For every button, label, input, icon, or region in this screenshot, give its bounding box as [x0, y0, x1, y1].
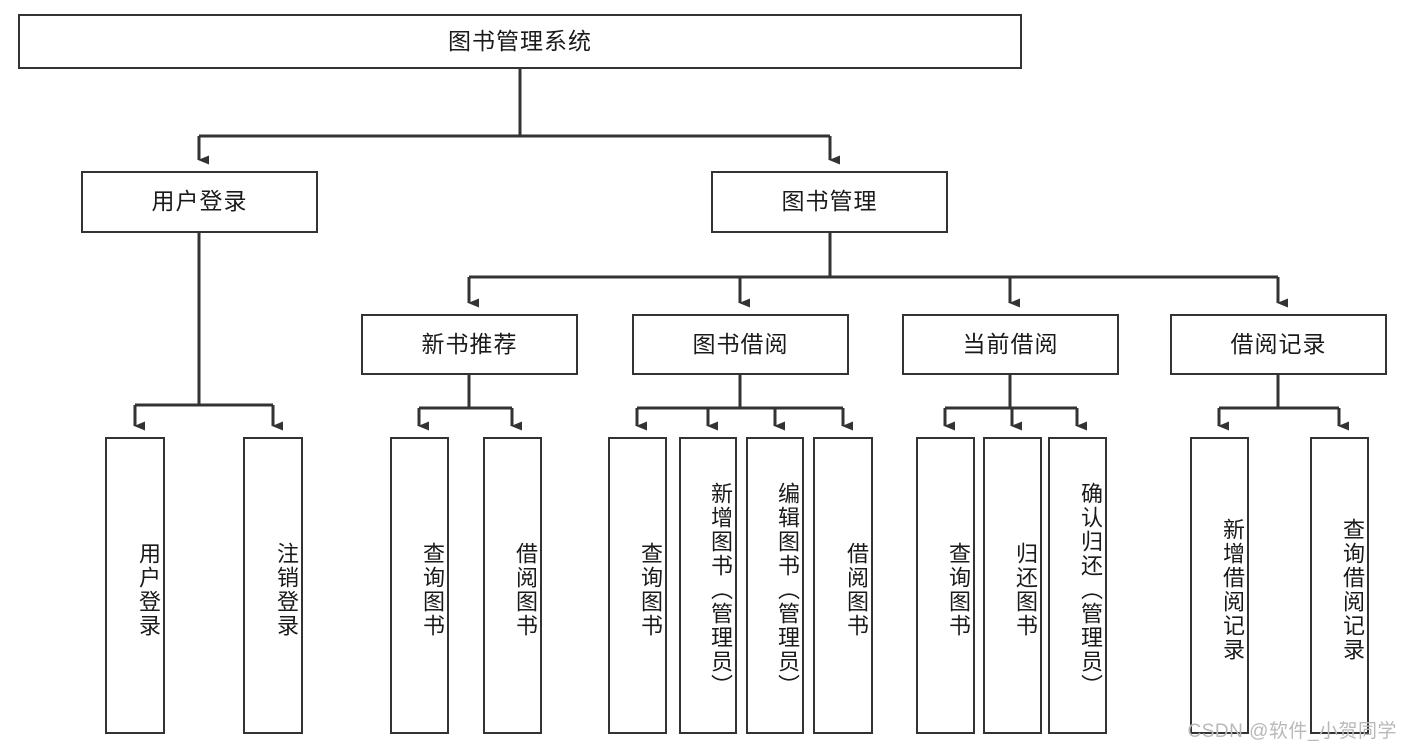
- node-root-label: 图书管理系统: [448, 27, 592, 54]
- node-user-login[interactable]: 用户登录: [81, 171, 318, 233]
- leaf-logout-label: 注销登录: [274, 541, 299, 638]
- leaf-query-borrow-record-label: 查询借阅记录: [1340, 517, 1365, 662]
- node-book-borrow-label: 图书借阅: [692, 330, 789, 357]
- leaf-borrow-book-label: 借阅图书: [844, 541, 869, 638]
- leaf-query-borrow-record[interactable]: 查询借阅记录: [1310, 437, 1369, 734]
- node-book-management[interactable]: 图书管理: [711, 171, 948, 233]
- leaf-borrow-book[interactable]: 借阅图书: [813, 437, 873, 734]
- node-book-management-label: 图书管理: [781, 188, 878, 215]
- node-user-login-label: 用户登录: [151, 188, 248, 215]
- leaf-query-book-current[interactable]: 查询图书: [916, 437, 975, 734]
- leaf-confirm-return-admin[interactable]: 确认归还（管理员）: [1048, 437, 1107, 734]
- node-book-borrow[interactable]: 图书借阅: [632, 314, 849, 375]
- leaf-user-login[interactable]: 用户登录: [105, 437, 165, 734]
- node-new-book-recommend-label: 新书推荐: [421, 330, 518, 357]
- leaf-user-login-label: 用户登录: [136, 541, 161, 638]
- leaf-add-borrow-record-label: 新增借阅记录: [1220, 517, 1245, 662]
- node-current-borrow-label: 当前借阅: [962, 330, 1059, 357]
- leaf-add-book-admin[interactable]: 新增图书（管理员）: [679, 437, 737, 734]
- csdn-watermark: CSDN @软件_小贺同学: [1187, 721, 1397, 742]
- leaf-edit-book-admin-label: 编辑图书（管理员）: [775, 481, 800, 698]
- leaf-return-book[interactable]: 归还图书: [983, 437, 1042, 734]
- leaf-query-book-recommend[interactable]: 查询图书: [390, 437, 449, 734]
- leaf-add-book-admin-label: 新增图书（管理员）: [708, 481, 733, 698]
- node-current-borrow[interactable]: 当前借阅: [902, 314, 1119, 375]
- node-borrow-record-label: 借阅记录: [1230, 330, 1327, 357]
- leaf-add-borrow-record[interactable]: 新增借阅记录: [1190, 437, 1249, 734]
- leaf-return-book-label: 归还图书: [1013, 541, 1038, 638]
- leaf-confirm-return-admin-label: 确认归还（管理员）: [1078, 481, 1103, 698]
- node-root[interactable]: 图书管理系统: [18, 14, 1022, 69]
- node-borrow-record[interactable]: 借阅记录: [1170, 314, 1387, 375]
- leaf-borrow-book-recommend[interactable]: 借阅图书: [483, 437, 542, 734]
- leaf-edit-book-admin[interactable]: 编辑图书（管理员）: [746, 437, 804, 734]
- leaf-query-book-current-label: 查询图书: [946, 541, 971, 638]
- leaf-query-book-borrow[interactable]: 查询图书: [608, 437, 667, 734]
- leaf-borrow-book-recommend-label: 借阅图书: [513, 541, 538, 638]
- node-new-book-recommend[interactable]: 新书推荐: [361, 314, 578, 375]
- leaf-query-book-recommend-label: 查询图书: [420, 541, 445, 638]
- leaf-logout[interactable]: 注销登录: [243, 437, 303, 734]
- leaf-query-book-borrow-label: 查询图书: [638, 541, 663, 638]
